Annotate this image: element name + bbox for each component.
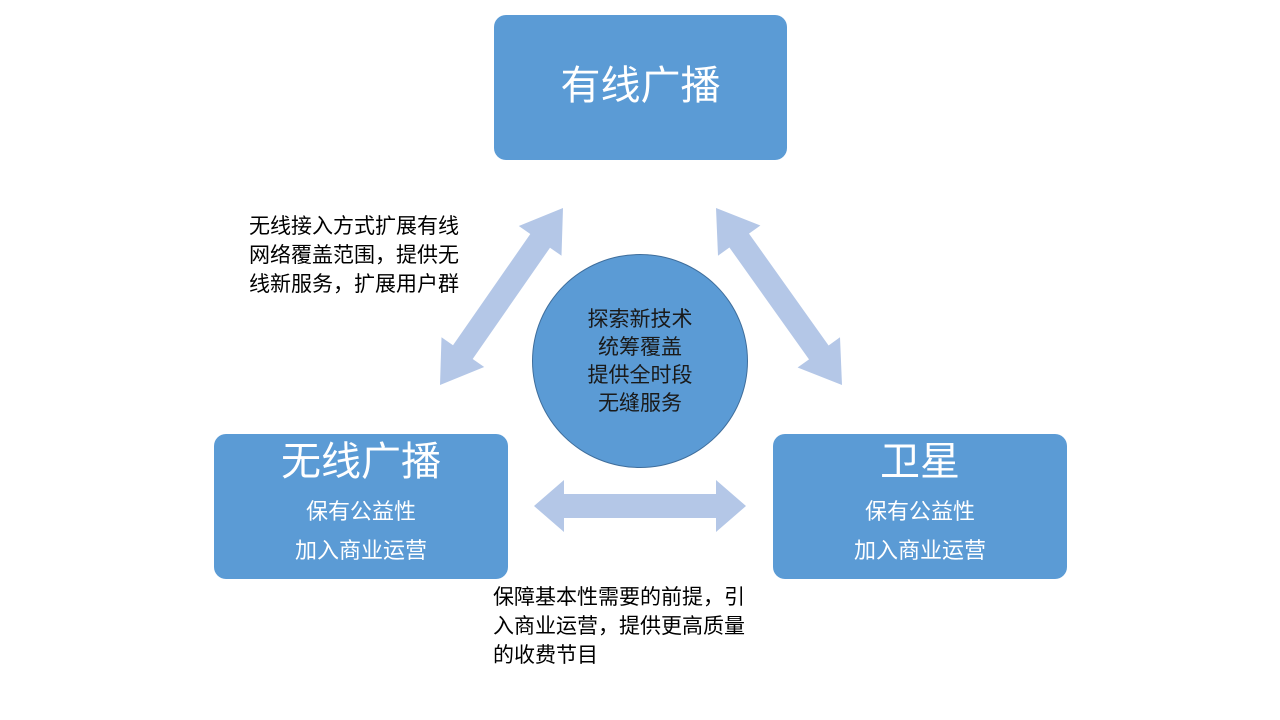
node-wireless-broadcast-title: 无线广播 [281, 439, 441, 485]
note-wireless-satellite: 保障基本性需要的前提，引 入商业运营，提供更高质量 的收费节目 [493, 583, 793, 670]
center-circle: 探索新技术 统筹覆盖 提供全时段 无缝服务 [532, 254, 748, 468]
double-arrow-satellite-wired [716, 208, 842, 385]
node-wireless-broadcast-line-2: 加入商业运营 [294, 539, 427, 564]
node-satellite: 卫星 保有公益性 加入商业运营 [773, 434, 1067, 579]
note-wireless-satellite-line-1: 保障基本性需要的前提，引 [493, 585, 745, 609]
note-wireless-wired: 无线接入方式扩展有线 网络覆盖范围，提供无 线新服务，扩展用户群 [249, 212, 499, 299]
node-satellite-line-1: 保有公益性 [864, 500, 975, 525]
node-wired-broadcast-title: 有线广播 [560, 63, 721, 109]
node-wireless-broadcast-line-1: 保有公益性 [305, 500, 416, 525]
center-line-3: 提供全时段 [587, 363, 693, 387]
double-arrow-wireless-satellite [534, 480, 746, 532]
center-line-2: 统筹覆盖 [598, 335, 682, 359]
node-wireless-broadcast: 无线广播 保有公益性 加入商业运营 [214, 434, 508, 579]
node-satellite-title: 卫星 [880, 439, 960, 485]
note-wireless-wired-line-1: 无线接入方式扩展有线 [249, 214, 459, 238]
note-wireless-satellite-line-2: 入商业运营，提供更高质量 [493, 614, 745, 638]
note-wireless-wired-line-2: 网络覆盖范围，提供无 [249, 243, 459, 267]
note-wireless-satellite-line-3: 的收费节目 [493, 643, 598, 667]
node-wired-broadcast: 有线广播 [494, 15, 787, 160]
center-line-4: 无缝服务 [598, 391, 682, 415]
center-line-1: 探索新技术 [587, 307, 693, 331]
double-arrow-wireless-wired [440, 208, 563, 385]
node-satellite-line-2: 加入商业运营 [853, 539, 986, 564]
note-wireless-wired-line-3: 线新服务，扩展用户群 [249, 272, 459, 296]
